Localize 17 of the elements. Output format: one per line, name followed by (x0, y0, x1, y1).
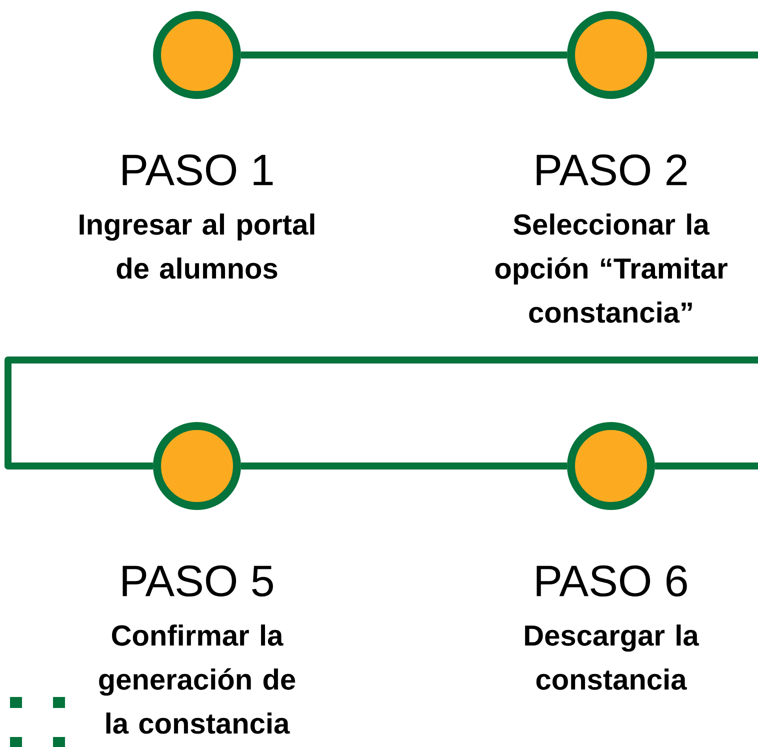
step-description: Descargar la constancia (525, 624, 699, 690)
connector-line (655, 52, 758, 58)
step-title: PASO 6 (536, 565, 687, 597)
step-title: PASO 2 (536, 154, 687, 186)
step-title: PASO 5 (122, 565, 273, 597)
step-title: PASO 1 (122, 154, 273, 186)
connector-line (241, 52, 567, 58)
step-description: Seleccionar la opción “Tramitar constancia” (495, 214, 728, 323)
step-circle (153, 422, 241, 510)
step-circle (567, 11, 655, 99)
step-description: Confirmar la generación de la constancia (99, 624, 296, 734)
connector-line (655, 462, 758, 470)
step-circle (567, 422, 655, 510)
step-circle (153, 11, 241, 99)
step-description: Ingresar al portal de alumnos (80, 214, 314, 279)
connector-line (241, 462, 567, 470)
connector-line (4, 356, 758, 470)
